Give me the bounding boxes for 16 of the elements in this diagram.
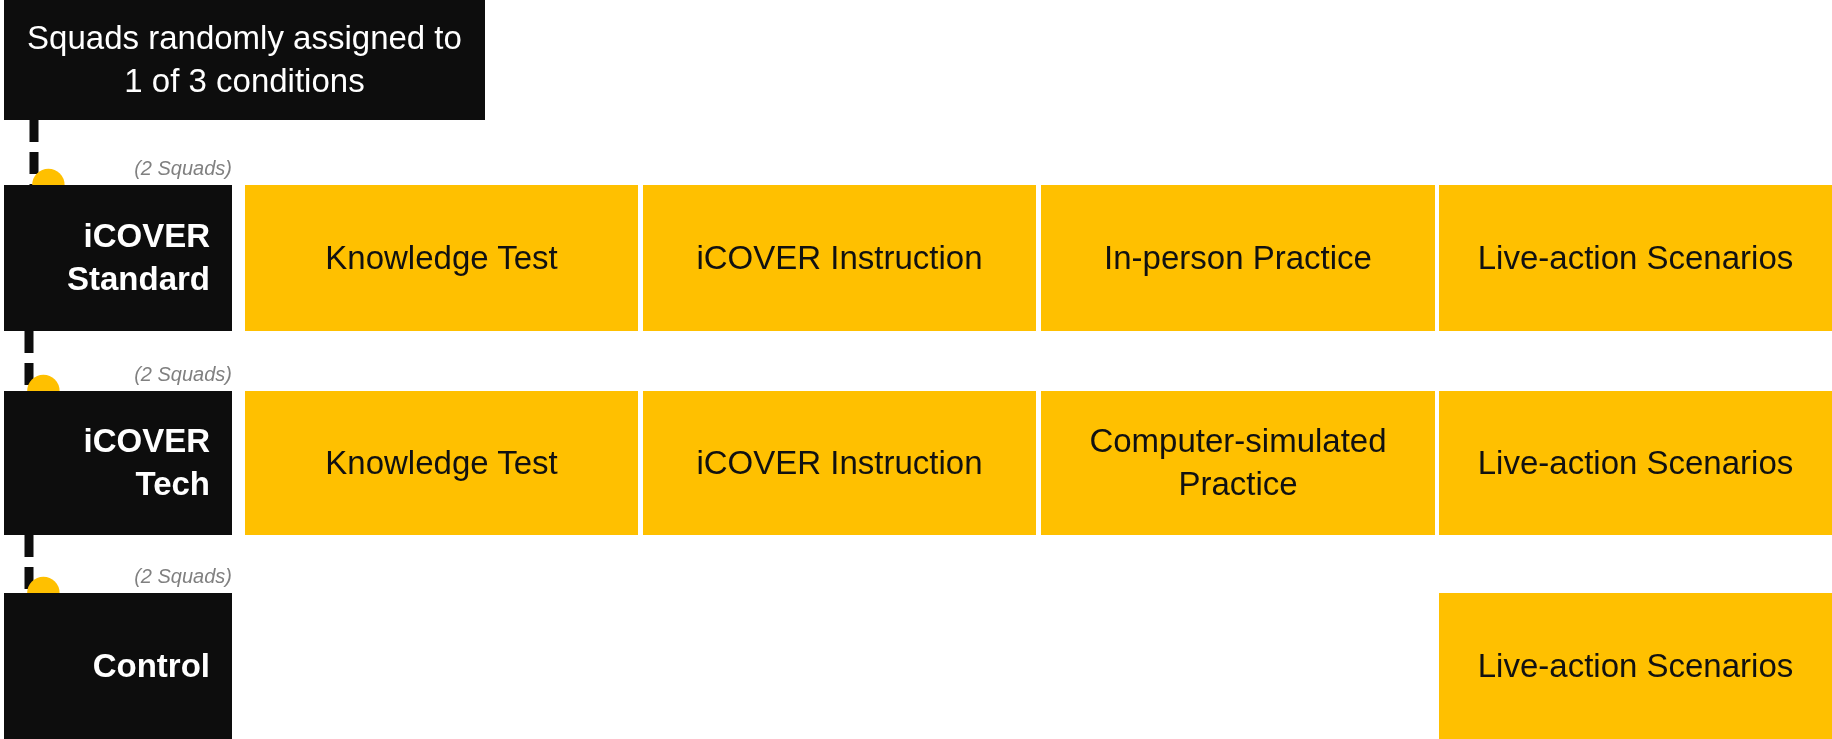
step-box: Live-action Scenarios (1439, 593, 1832, 739)
header-box: Squads randomly assigned to 1 of 3 conditions (4, 0, 485, 120)
condition-box: iCOVER Standard (4, 185, 232, 331)
step-box: Live-action Scenarios (1439, 391, 1832, 535)
step-box: Live-action Scenarios (1439, 185, 1832, 331)
step-box: Computer-simulated Practice (1041, 391, 1435, 535)
condition-box: iCOVER Tech (4, 391, 232, 535)
step-box: In-person Practice (1041, 185, 1435, 331)
condition-box: Control (4, 593, 232, 739)
squad-count-note: (2 Squads) (134, 157, 232, 180)
squad-count-note: (2 Squads) (134, 565, 232, 588)
step-box: Knowledge Test (245, 391, 638, 535)
step-box: Knowledge Test (245, 185, 638, 331)
step-box: iCOVER Instruction (643, 185, 1036, 331)
step-box: iCOVER Instruction (643, 391, 1036, 535)
squad-count-note: (2 Squads) (134, 363, 232, 386)
